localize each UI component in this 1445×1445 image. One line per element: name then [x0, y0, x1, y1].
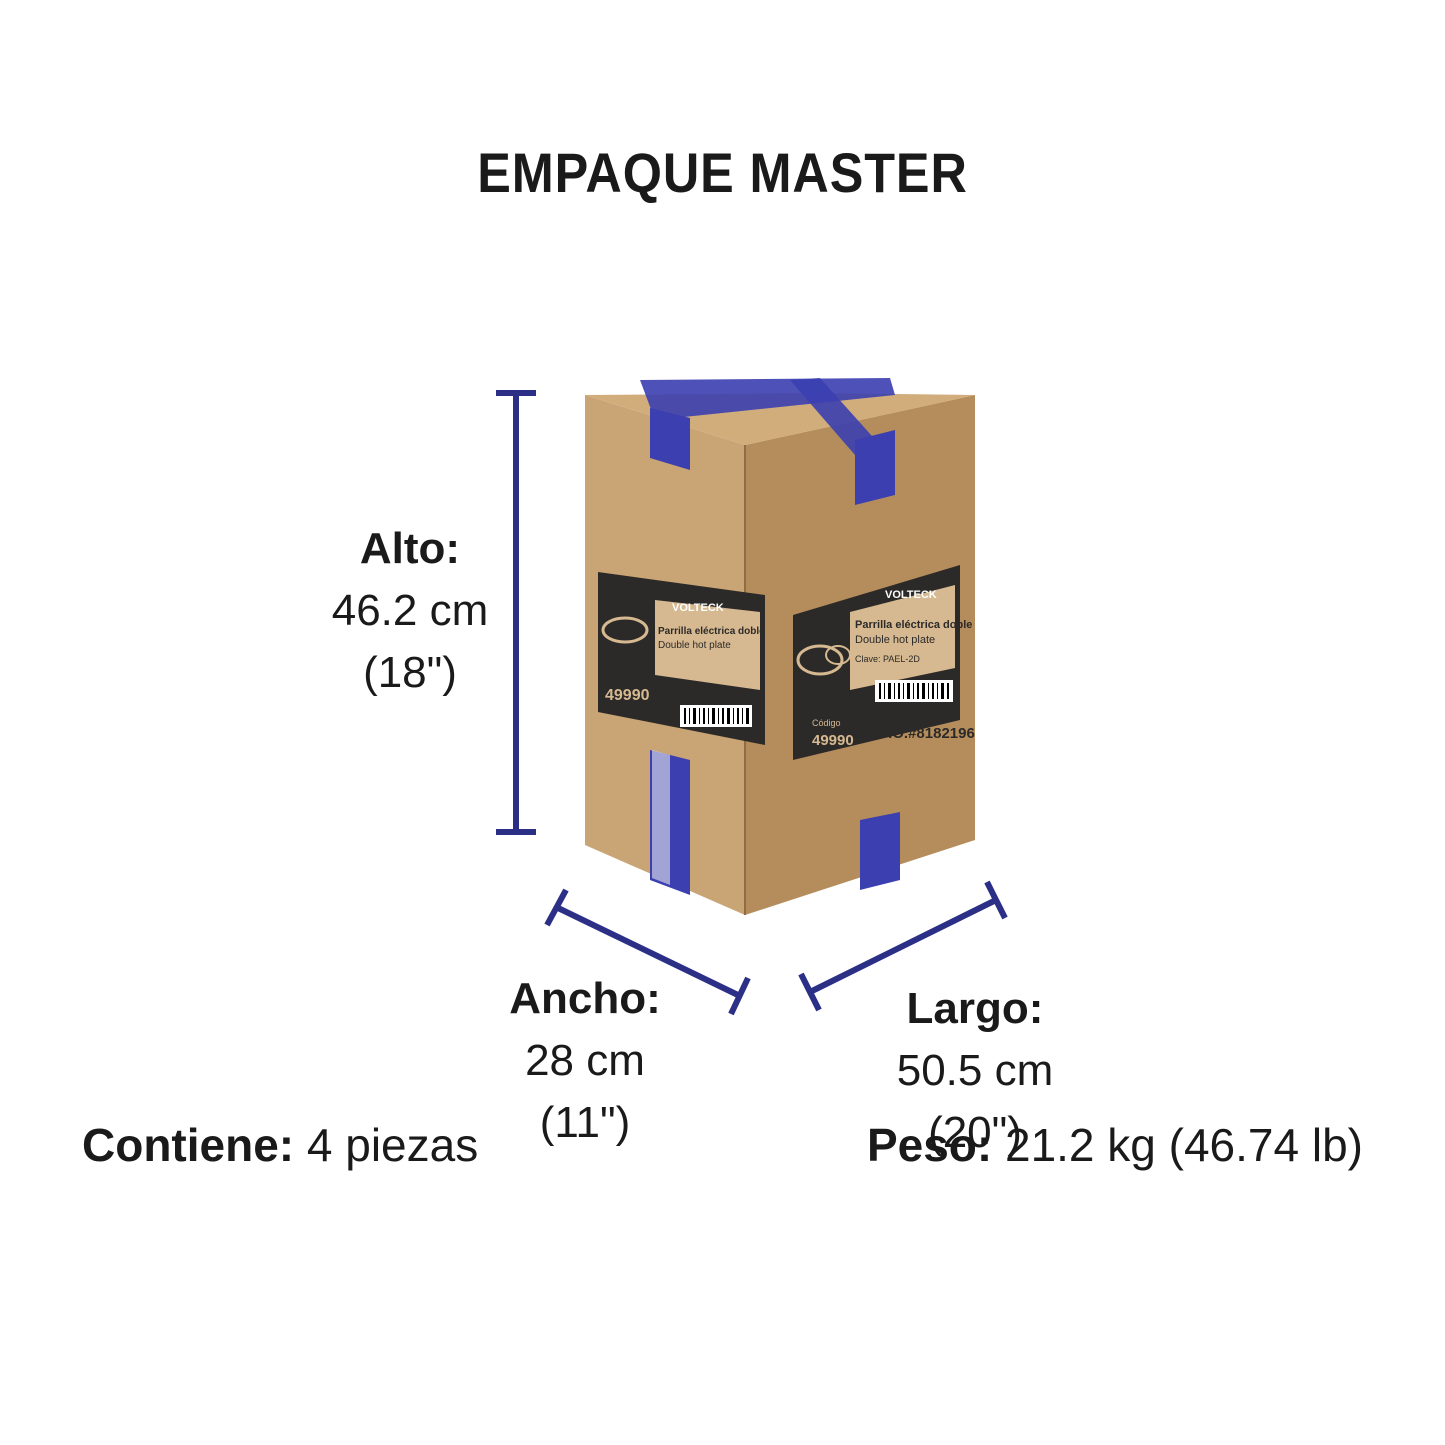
width-value: 28 cm — [525, 1036, 645, 1085]
contents-info: Contiene: 4 piezas — [82, 1118, 478, 1172]
length-label: Largo: 50.5 cm (20") — [870, 978, 1080, 1164]
weight-value: 21.2 kg (46.74 lb) — [992, 1119, 1363, 1171]
width-value-imperial: (11") — [539, 1098, 631, 1147]
left-label-product-en: Double hot plate — [658, 640, 731, 651]
tape-right-top — [855, 430, 895, 505]
height-label-title: Alto: — [359, 524, 461, 573]
weight-info: Peso: 21.2 kg (46.74 lb) — [867, 1118, 1363, 1172]
tape-top-2 — [790, 378, 880, 455]
right-label-product-es: Parrilla eléctrica doble — [855, 619, 972, 631]
tape-right-bottom — [860, 812, 900, 890]
left-label-product-es: Parrilla eléctrica doble — [658, 626, 765, 637]
height-value: 46.2 cm — [331, 586, 489, 635]
tape-top-1 — [640, 378, 895, 420]
width-dimension-line — [544, 888, 751, 1016]
right-label-clave: Clave: PAEL-2D — [855, 654, 920, 664]
left-label-barcode — [680, 705, 752, 727]
right-label-codigo-label: Código — [812, 718, 841, 728]
page-title: EMPAQUE MASTER — [477, 141, 968, 204]
length-value: 50.5 cm — [896, 1046, 1054, 1095]
width-label: Ancho: 28 cm (11") — [480, 968, 690, 1154]
width-label-title: Ancho: — [509, 974, 661, 1023]
contents-label: Contiene: — [82, 1119, 295, 1171]
length-dimension-line — [798, 880, 1008, 1012]
height-value-imperial: (18") — [363, 648, 457, 697]
right-label-brand: VOLTECK — [885, 589, 937, 601]
length-value-imperial: (20") — [928, 1108, 1022, 1157]
right-label-barcode — [875, 680, 953, 702]
contents-value: 4 piezas — [294, 1119, 479, 1171]
height-label: Alto: 46.2 cm (18") — [310, 518, 510, 704]
right-label-product-en: Double hot plate — [855, 634, 935, 646]
tape-left-top — [650, 408, 690, 470]
length-label-title: Largo: — [906, 984, 1044, 1033]
right-label-code: 49990 — [812, 732, 854, 749]
left-label-brand: VOLTECK — [672, 602, 724, 614]
left-label-code: 49990 — [605, 687, 650, 704]
right-label-po: P.O.#8182196 — [880, 725, 975, 742]
weight-label: Peso: — [866, 1119, 993, 1171]
height-dimension-line — [496, 390, 536, 835]
